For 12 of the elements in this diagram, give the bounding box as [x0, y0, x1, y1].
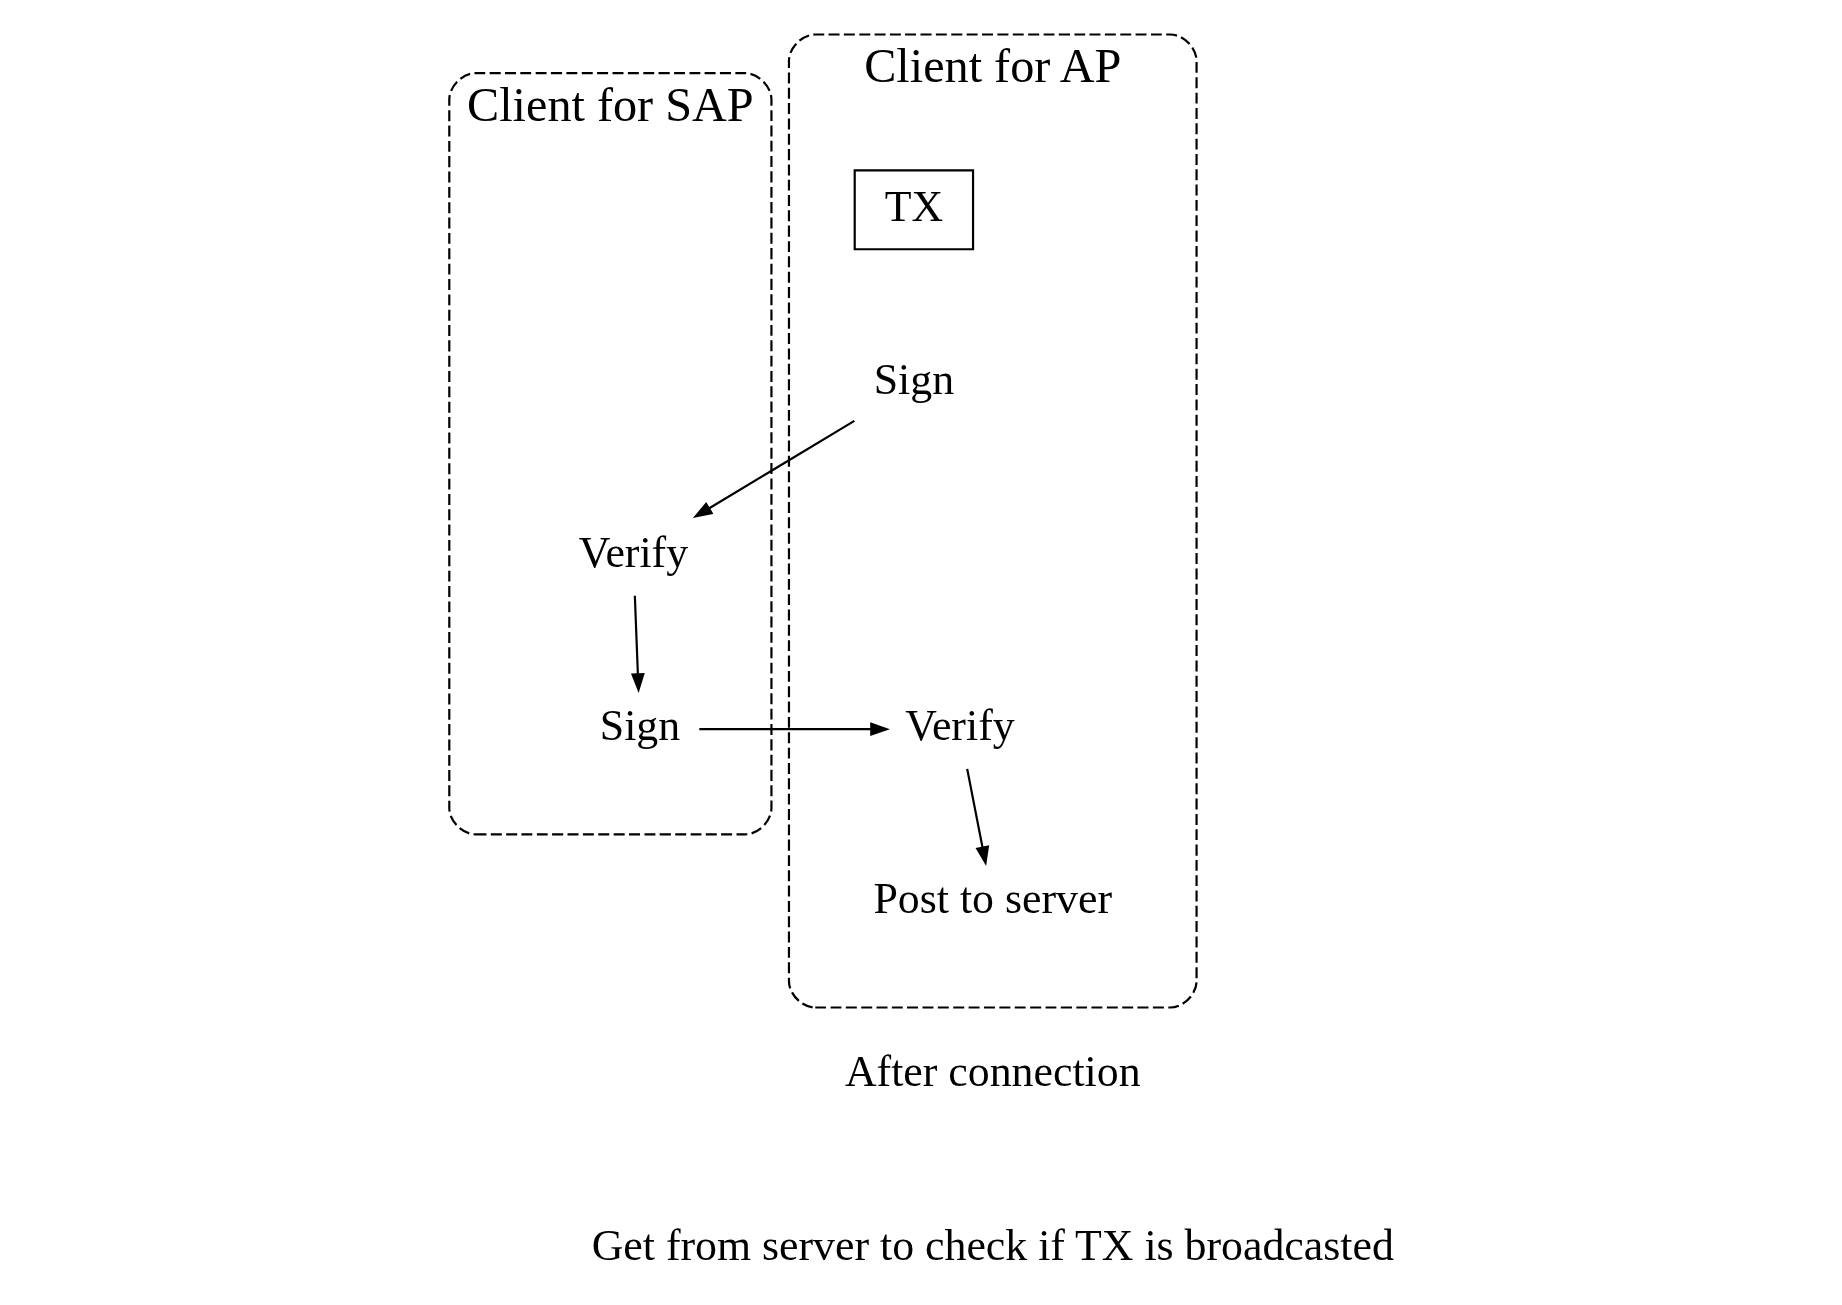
- node-text: Verify: [578, 528, 689, 577]
- arrow: [630, 595, 645, 693]
- node-text: Post to server: [873, 874, 1113, 923]
- label: Get from server to check if TX is broadcasted: [591, 1220, 1394, 1269]
- arrow: [699, 722, 890, 737]
- arrow: [692, 420, 855, 519]
- node-text: Sign: [599, 701, 681, 750]
- node-box: TX: [853, 169, 975, 251]
- node-text: Sign: [873, 354, 955, 403]
- arrow: [966, 768, 990, 867]
- label: After connection: [844, 1047, 1141, 1096]
- node-text: Verify: [905, 701, 1015, 750]
